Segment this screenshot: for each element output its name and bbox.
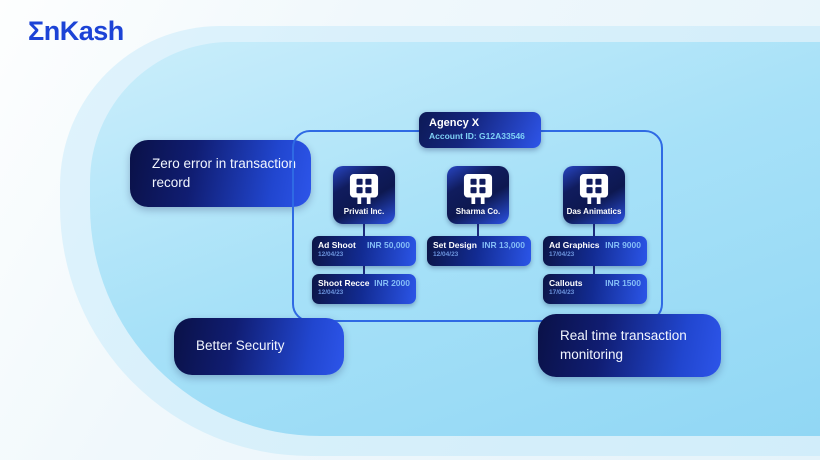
company-name: Das Animatics	[566, 207, 622, 216]
transaction-title: Set Design	[433, 240, 477, 250]
transaction-title: Ad Shoot	[318, 240, 356, 250]
building-icon	[579, 174, 609, 204]
agency-card: Agency X Account ID: G12A33546	[419, 112, 541, 148]
transaction-amount: INR 13,000	[482, 240, 525, 250]
transaction-amount: INR 1500	[605, 278, 641, 288]
transaction-amount: INR 50,000	[367, 240, 410, 250]
benefit-label: Real time transaction monitoring	[560, 328, 687, 362]
transaction-date: 12/04/23	[318, 289, 344, 296]
transaction-date: 17/04/23	[549, 251, 575, 258]
transaction-amount: INR 2000	[374, 278, 410, 288]
transaction-title: Callouts	[549, 278, 583, 288]
enkash-logo: ƩnKash	[28, 16, 124, 47]
benefit-label: Zero error in transaction record	[152, 156, 297, 190]
benefit-pill-zero-error: Zero error in transaction record	[130, 140, 311, 207]
company-tile-sharma: Sharma Co.	[447, 166, 509, 224]
transaction-date: 12/04/23	[318, 251, 344, 258]
enkash-logo-text: nKash	[43, 16, 125, 46]
transaction-title: Shoot Recce	[318, 278, 370, 288]
benefit-label: Better Security	[196, 338, 285, 354]
transaction-date: 12/04/23	[433, 251, 459, 258]
company-name: Privati Inc.	[343, 207, 385, 216]
company-tile-das-animatics: Das Animatics	[563, 166, 625, 224]
benefit-pill-better-security: Better Security	[174, 318, 344, 375]
connector-line	[593, 266, 595, 274]
company-tile-privati: Privati Inc.	[333, 166, 395, 224]
enkash-logo-mark: Ʃ	[28, 16, 44, 46]
connector-line	[477, 224, 479, 236]
transaction-card: Set Design INR 13,000 12/04/23	[427, 236, 531, 266]
agency-title: Agency X	[429, 117, 480, 129]
connector-line	[363, 266, 365, 274]
transaction-date: 17/04/23	[549, 289, 575, 296]
transaction-card: Ad Shoot INR 50,000 12/04/23	[312, 236, 416, 266]
agency-account-id: Account ID: G12A33546	[429, 131, 525, 141]
building-icon	[463, 174, 493, 204]
company-name: Sharma Co.	[455, 207, 501, 216]
transaction-card: Ad Graphics INR 9000 17/04/23	[543, 236, 647, 266]
benefit-pill-real-time-monitoring: Real time transaction monitoring	[538, 314, 721, 377]
transaction-title: Ad Graphics	[549, 240, 600, 250]
connector-line	[363, 224, 365, 236]
transaction-card: Shoot Recce INR 2000 12/04/23	[312, 274, 416, 304]
connector-line	[593, 224, 595, 236]
building-icon	[349, 174, 379, 204]
transaction-card: Callouts INR 1500 17/04/23	[543, 274, 647, 304]
transaction-amount: INR 9000	[605, 240, 641, 250]
